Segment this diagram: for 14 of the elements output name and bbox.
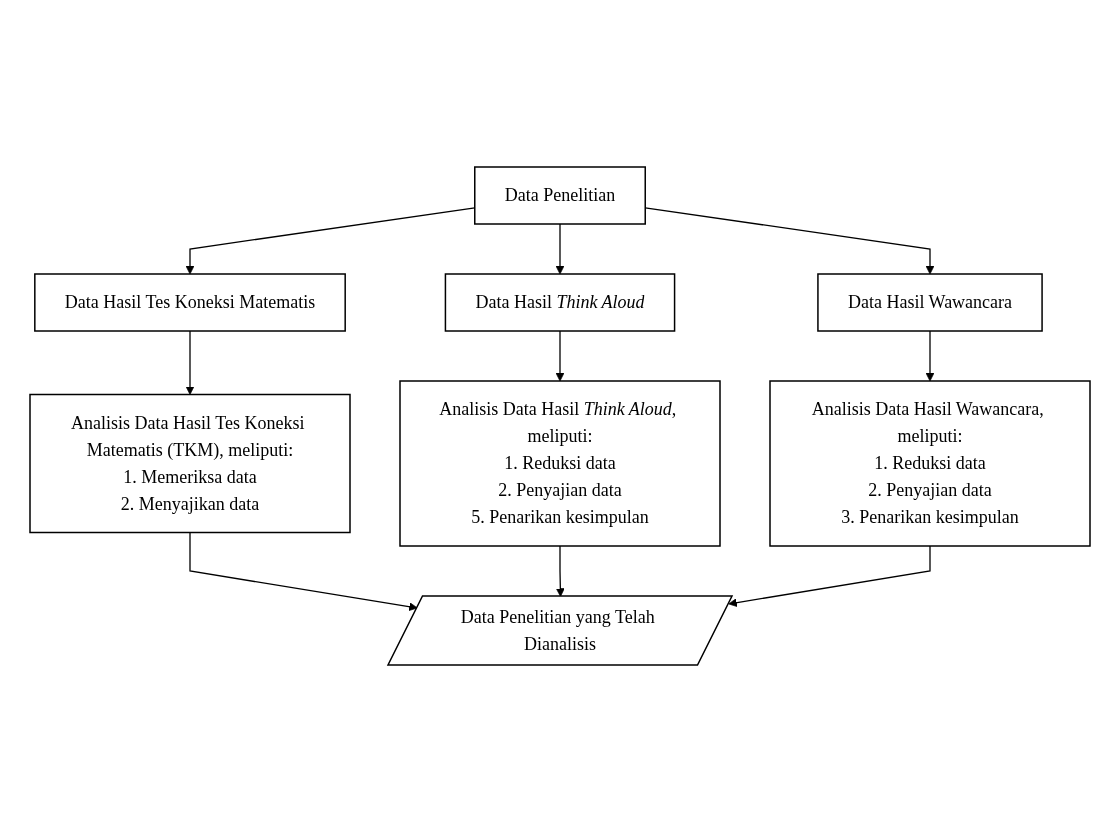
arrow (185, 330, 195, 395)
arrow (555, 223, 565, 275)
node-box: Data Hasil Think Aloud (444, 273, 676, 332)
arrow (189, 531, 418, 612)
arrow (728, 545, 931, 607)
node-box: Data Penelitian (474, 166, 646, 225)
node-box: Analisis Data Hasil Think Aloud, meliputi: 1. Reduksi data 2. Penyajian data 5. Penarikan kesimpulan (399, 380, 721, 547)
node-box: Analisis Data Hasil Tes Koneksi Matematis (TKM), meliputi: 1. Memeriksa data 2. Menyajikan data (29, 393, 351, 534)
arrow (555, 330, 565, 382)
node-box: Data Hasil Wawancara (817, 273, 1043, 332)
node-box: Analisis Data Hasil Wawancara, meliputi: 1. Reduksi data 2. Penyajian data 3. Penarikan kesimpulan (769, 380, 1091, 547)
arrow (555, 545, 565, 597)
arrow (925, 330, 935, 382)
node-box: Data Hasil Tes Koneksi Matematis (34, 273, 346, 332)
